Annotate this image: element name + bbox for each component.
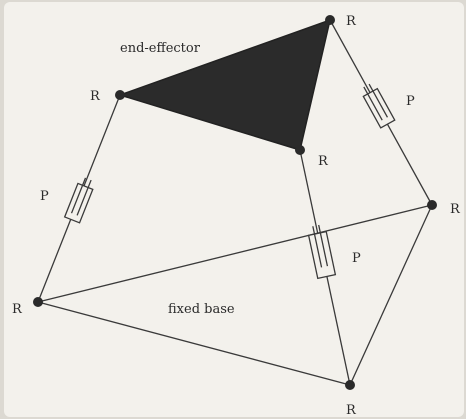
revolute-joint-ee-left xyxy=(115,90,125,100)
p-label-left: P xyxy=(40,189,49,204)
base-edge-left-right xyxy=(37,204,433,303)
revolute-joint-ee-bottom xyxy=(295,145,305,155)
r-label-base-right: R xyxy=(450,202,461,217)
fixed-base-label: fixed base xyxy=(168,302,235,317)
end-effector-triangle xyxy=(117,18,332,151)
base-edge-left-bottom xyxy=(37,301,351,386)
revolute-joint-base-left xyxy=(33,297,43,307)
prismatic-joint-left xyxy=(63,177,94,224)
revolute-joint-base-right xyxy=(427,200,437,210)
r-label-base-left: R xyxy=(12,302,23,317)
r-label-ee-top: R xyxy=(346,14,357,29)
r-label-ee-left: R xyxy=(90,89,101,104)
revolute-joint-ee-top xyxy=(325,15,335,25)
prismatic-joint-middle xyxy=(307,224,337,280)
prismatic-joint-right xyxy=(362,83,396,129)
r-label-base-bottom: R xyxy=(346,403,357,418)
r-label-ee-bottom: R xyxy=(318,154,329,169)
p-label-right: P xyxy=(406,94,415,109)
revolute-joint-base-bottom xyxy=(345,380,355,390)
p-label-middle: P xyxy=(352,251,361,266)
end-effector-label: end-effector xyxy=(120,41,201,56)
base-edge-right-bottom xyxy=(349,204,433,386)
